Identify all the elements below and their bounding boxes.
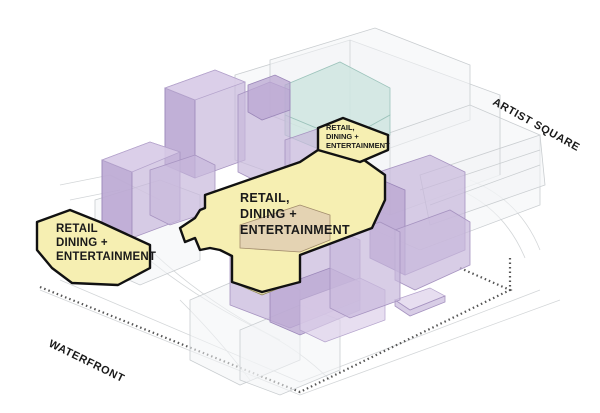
retail-center-label: RETAIL, DINING + ENTERTAINMENT bbox=[240, 191, 350, 237]
retail-small-line-1: RETAIL, bbox=[326, 123, 355, 132]
waterfront-label: WATERFRONT bbox=[47, 338, 127, 385]
retail-left-line-2: DINING + bbox=[56, 237, 108, 249]
retail-center-line-1: RETAIL, bbox=[240, 191, 290, 205]
retail-small-line-2: DINING + bbox=[326, 132, 359, 141]
retail-center bbox=[178, 148, 387, 296]
retail-left-line-1: RETAIL bbox=[56, 223, 98, 235]
retail-center-line-2: DINING + bbox=[240, 207, 297, 221]
retail-left bbox=[35, 208, 152, 287]
retail-small-label: RETAIL, DINING + ENTERTAINMENT bbox=[326, 123, 390, 150]
retail-center-line-3: ENTERTAINMENT bbox=[240, 223, 350, 237]
retail-small bbox=[316, 116, 390, 164]
retail-left-line-3: ENTERTAINMENT bbox=[56, 251, 156, 263]
retail-small-line-3: ENTERTAINMENT bbox=[326, 141, 390, 150]
retail-left-label: RETAIL DINING + ENTERTAINMENT bbox=[56, 223, 156, 263]
site-boundary bbox=[39, 266, 513, 394]
